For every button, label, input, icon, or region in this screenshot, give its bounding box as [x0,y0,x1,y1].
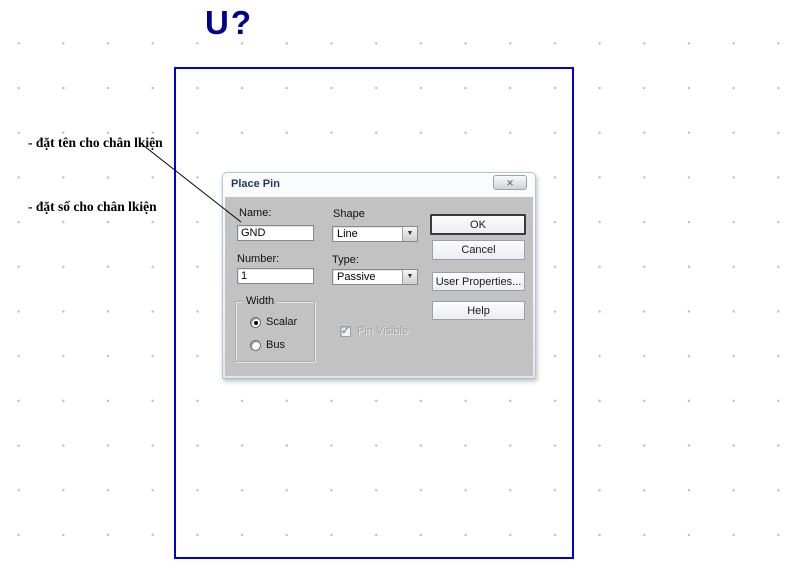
type-selected-value: Passive [337,271,376,283]
cancel-button[interactable]: Cancel [432,240,525,260]
chevron-down-icon: ▼ [406,273,414,280]
annotation-note-name: - đặt tên cho chân lkiện [28,135,163,150]
name-input[interactable] [237,225,314,241]
dialog-body: Name: Shape Line ▼ Number: Type: Passive… [225,197,533,376]
width-group: Width Scalar Bus [235,295,315,362]
checkbox-checked-icon: ✓ [340,324,351,337]
radio-scalar-label: Scalar [266,316,298,328]
close-icon: ✕ [506,177,514,188]
shape-dropdown-button[interactable]: ▼ [402,227,417,241]
check-icon: ✓ [341,324,351,337]
pin-visible-checkbox[interactable]: ✓ Pin Visible [340,325,408,337]
dialog-titlebar[interactable]: Place Pin ✕ [223,173,535,197]
number-label: Number: [237,253,280,265]
width-group-label: Width [243,295,278,307]
schematic-page-border [174,67,574,559]
type-label: Type: [332,254,359,266]
annotation-note-number: - đặt số cho chân lkiện [28,199,157,214]
part-reference-text: U? [205,4,253,41]
chevron-down-icon: ▼ [406,230,414,237]
radio-selected-icon [250,316,261,328]
shape-select[interactable]: Line ▼ [332,226,418,242]
radio-unselected-icon [250,339,261,351]
radio-scalar[interactable]: Scalar [250,316,297,328]
type-select[interactable]: Passive ▼ [332,269,418,285]
dialog-title: Place Pin [231,178,280,190]
place-pin-dialog: Place Pin ✕ Name: Shape Line ▼ Number: T… [222,172,536,379]
shape-selected-value: Line [337,228,358,240]
name-label: Name: [239,207,272,219]
pin-visible-label: Pin Visible [357,325,409,337]
type-dropdown-button[interactable]: ▼ [402,270,417,284]
close-button[interactable]: ✕ [493,175,527,190]
shape-label: Shape [333,208,365,220]
ok-button[interactable]: OK [430,214,526,235]
radio-bus-label: Bus [266,339,285,351]
radio-bus[interactable]: Bus [250,339,285,351]
number-input[interactable] [237,268,314,284]
user-properties-button[interactable]: User Properties... [432,272,525,291]
help-button[interactable]: Help [432,301,525,320]
